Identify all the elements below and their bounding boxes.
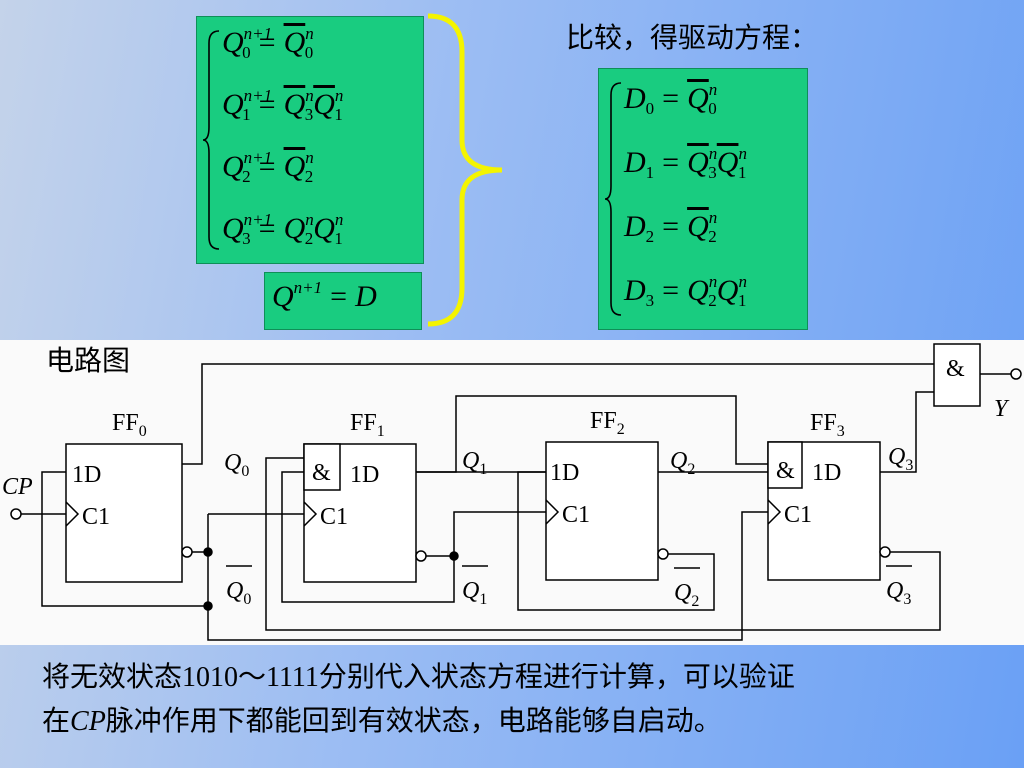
ff2-d-pin: 1D	[550, 460, 579, 486]
output-and-symbol: &	[946, 356, 965, 382]
ff0-label: FF0	[112, 410, 147, 440]
state-equation-2: Qn+12=Qn2	[222, 148, 314, 186]
right-brace-icon	[427, 13, 503, 327]
q0-bar-label: Q0	[226, 578, 251, 608]
q1-bar-label: Q1	[462, 578, 487, 608]
q3-label: Q3	[888, 444, 913, 474]
drive-equation-1: D1=Qn3Qn1	[624, 144, 747, 182]
cp-label: CP	[2, 474, 33, 500]
drive-equations-box	[598, 68, 808, 330]
ff1-d-pin: 1D	[350, 462, 379, 488]
cp-terminal-icon[interactable]	[10, 508, 22, 520]
ff0-d-pin: 1D	[72, 462, 101, 488]
q2-bar-label: Q2	[674, 580, 699, 610]
state-equation-1: Qn+11=Qn3Qn1	[222, 86, 344, 124]
ff3-and-symbol: &	[776, 458, 795, 484]
drive-equations-title: 比较，得驱动方程：	[566, 23, 819, 54]
drive-equation-2: D2=Qn2	[624, 208, 718, 246]
ff3-c-pin: C1	[784, 502, 812, 528]
q1-label: Q1	[462, 448, 487, 478]
ff3-and-gate	[767, 441, 803, 489]
characteristic-equation: Qn+1=D	[272, 278, 377, 313]
state-equation-3: Qn+13=Qn2Qn1	[222, 210, 344, 248]
bottom-explanation: 将无效状态1010～1111分别代入状态方程进行计算，可以验证 在CP脉冲作用下…	[42, 656, 795, 744]
ff1-label: FF1	[350, 410, 385, 440]
ff2-box	[545, 441, 659, 581]
bottom-line-1: 将无效状态1010～1111分别代入状态方程进行计算，可以验证	[42, 662, 795, 693]
q2-label: Q2	[670, 448, 695, 478]
ff1-c-pin: C1	[320, 504, 348, 530]
ff1-and-symbol: &	[312, 460, 331, 486]
y-terminal-icon[interactable]	[1010, 368, 1022, 380]
y-label: Y	[994, 396, 1010, 422]
drive-equation-0: D0=Qn0	[624, 80, 718, 118]
ff0-c-pin: C1	[82, 504, 110, 530]
state-equation-0: Qn+10=Qn0	[222, 24, 314, 62]
q0-label: Q0	[224, 450, 249, 480]
ff3-label: FF3	[810, 410, 845, 440]
ff2-label: FF2	[590, 408, 625, 438]
bottom-line-2: 在CP脉冲作用下都能回到有效状态，电路能够自启动。	[42, 706, 722, 737]
circuit-diagram: 电路图 FF0 FF1 FF2 FF3 1D C1 1D C1 1D C1 1D…	[0, 340, 1024, 645]
q3-bar-label: Q3	[886, 578, 911, 608]
ff1-and-gate	[303, 443, 341, 491]
circuit-label: 电路图	[46, 345, 130, 377]
output-and-gate	[933, 343, 981, 407]
ff2-c-pin: C1	[562, 502, 590, 528]
left-brace-icon	[605, 82, 622, 316]
left-brace-icon	[203, 30, 220, 250]
ff0-box	[65, 443, 183, 583]
drive-equation-3: D3=Qn2Qn1	[624, 272, 747, 310]
ff3-d-pin: 1D	[812, 460, 841, 486]
characteristic-equation-box	[264, 272, 422, 330]
state-equations-box	[196, 16, 424, 264]
